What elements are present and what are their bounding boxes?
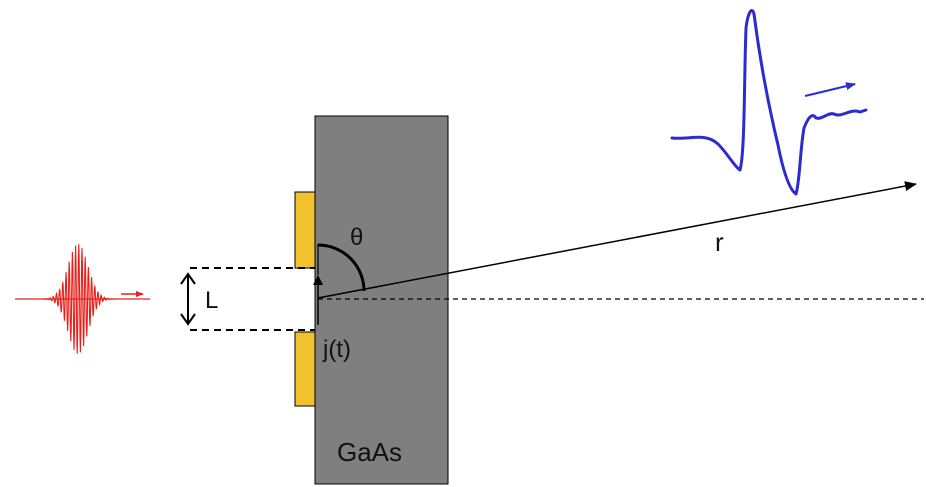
laser-pulse-waveform bbox=[40, 244, 118, 354]
laser-pulse bbox=[15, 244, 150, 354]
gap-dimension-arrow bbox=[180, 272, 196, 326]
current-label: j(t) bbox=[322, 336, 351, 363]
thz-pulse-waveform bbox=[670, 9, 868, 196]
thz-pulse-arrow bbox=[804, 82, 856, 97]
thz-pulse bbox=[670, 9, 868, 196]
gaas-substrate bbox=[314, 115, 449, 485]
substrate-label: GaAs bbox=[337, 437, 402, 467]
theta-label: θ bbox=[350, 224, 363, 251]
r-label: r bbox=[715, 227, 724, 257]
top-electrode bbox=[294, 191, 316, 269]
bottom-electrode bbox=[294, 331, 316, 407]
r-direction-arrow bbox=[317, 181, 917, 299]
gap-label: L bbox=[205, 287, 218, 314]
theta-angle-arc bbox=[317, 243, 366, 292]
